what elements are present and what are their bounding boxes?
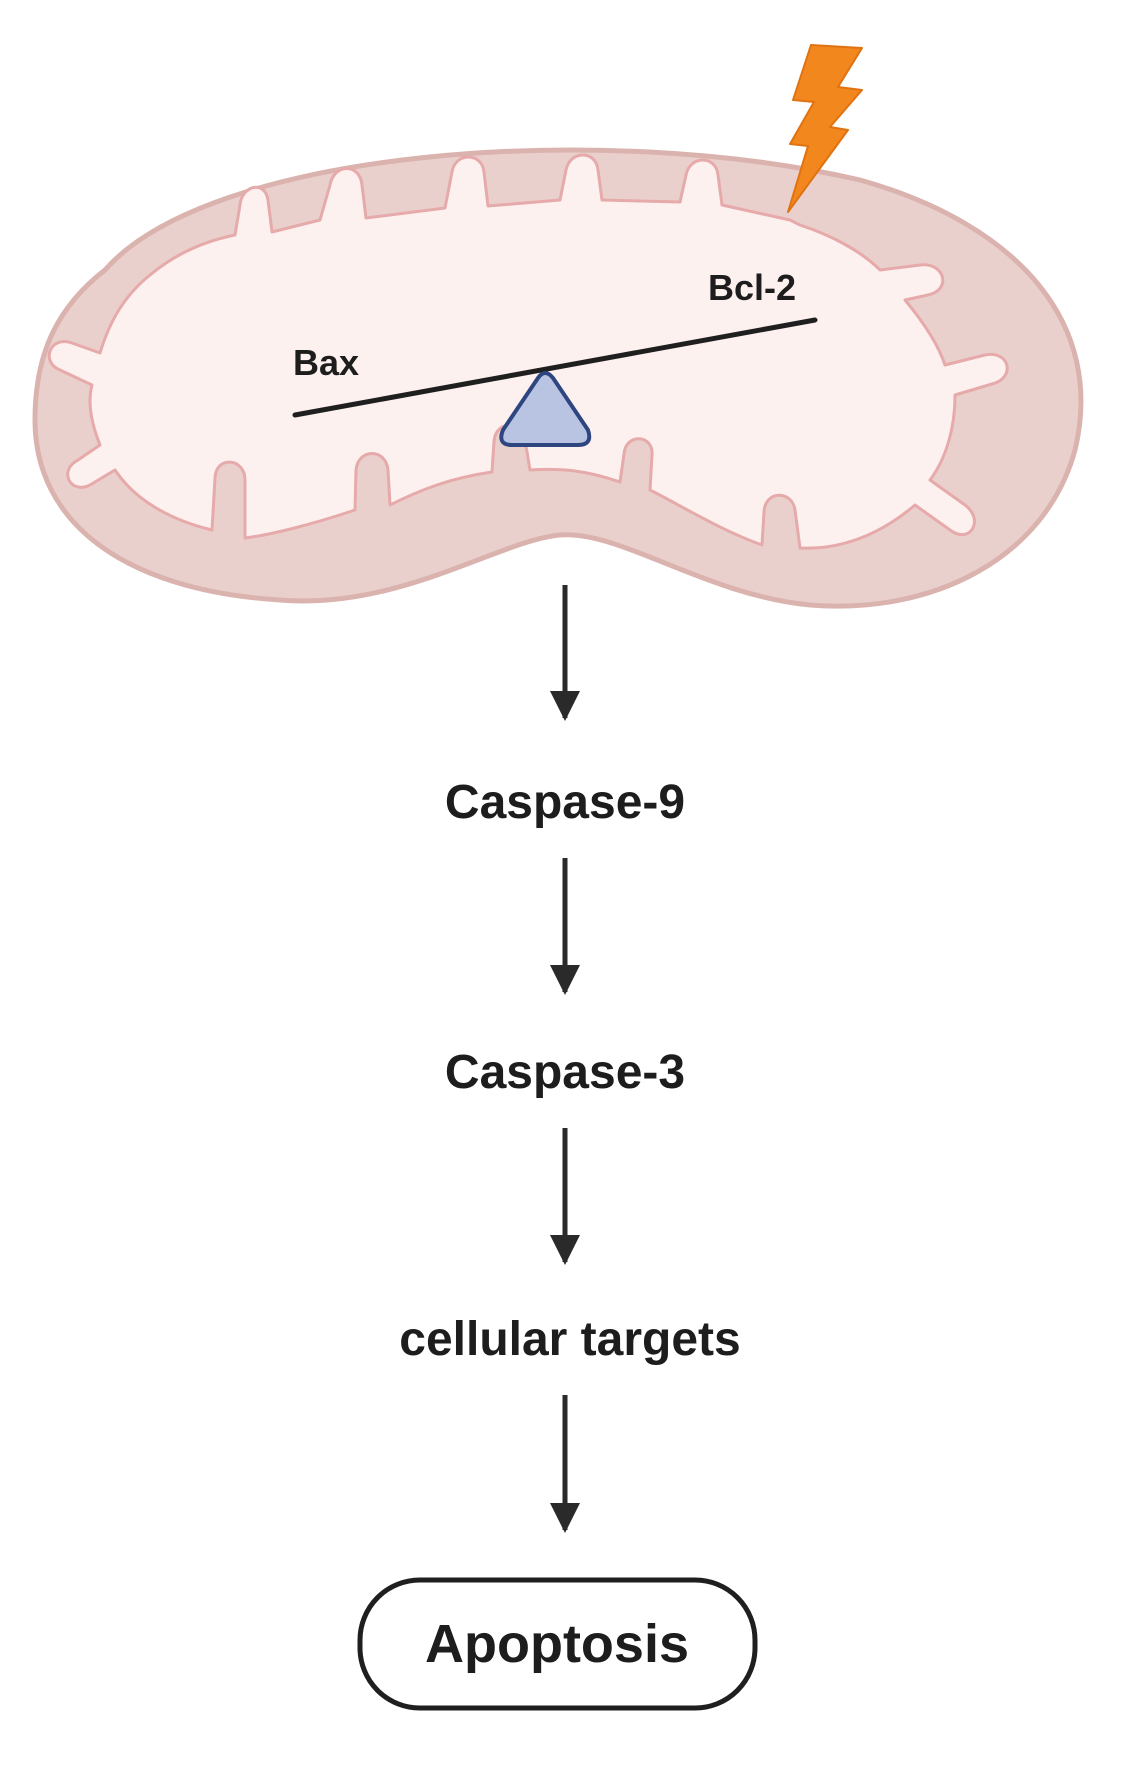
bax-label: Bax	[293, 342, 359, 383]
apoptosis-box-border	[357, 1577, 758, 1711]
apoptosis-label: Apoptosis	[425, 1614, 689, 1674]
mitochondrion-matrix	[47, 153, 1009, 550]
apoptosis-outcome-box: Apoptosis	[357, 1577, 758, 1711]
lightning-bolt-icon	[787, 44, 863, 213]
mitochondrion	[32, 147, 1084, 609]
bcl2-label: Bcl-2	[708, 267, 796, 308]
cellular-targets-label: cellular targets	[399, 1313, 740, 1366]
balance-beam	[292, 317, 818, 418]
caspase-3-label: Caspase-3	[445, 1046, 685, 1099]
caspase-9-label: Caspase-9	[445, 776, 685, 829]
fulcrum-triangle-icon	[499, 371, 592, 447]
